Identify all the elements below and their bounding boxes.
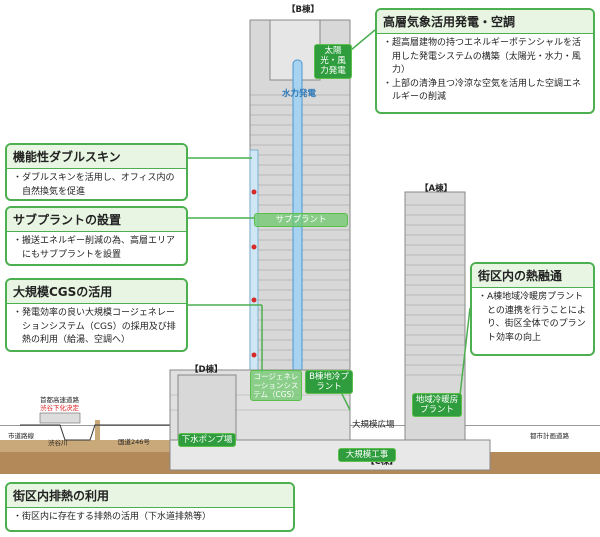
exhaust-item: ・街区内に存在する排熱の活用（下水道排熱等） [13,512,212,522]
subplant-title: サブプラントの設置 [7,208,186,232]
solar-wind-tag: 太陽光・風力発電 [314,44,352,79]
subplant-tag: サブプラント [254,213,348,228]
district-heat-item: ・A棟地域冷暖房プラントとの連携を行うことにより、街区全体でのプラント効率の向上 [478,292,586,343]
a-plant-tag: 地域冷暖房プラント [412,393,462,418]
cgs-tag: コージェネレーションシステム（CGS） [250,370,302,401]
cgs-box: 大規模CGSの活用 ・発電効率の良い大規模コージェネレーションシステム（CGS）… [5,278,188,352]
subplant-box: サブプラントの設置 ・搬送エネルギー削減の為、高層エリアにもサブプラントを設置 [5,206,188,266]
district-heat-box: 街区内の熱融通 ・A棟地域冷暖房プラントとの連携を行うことにより、街区全体でのプ… [470,262,595,356]
exhaust-box: 街区内排熱の利用 ・街区内に存在する排熱の活用（下水道排熱等） [5,482,295,532]
subplant-item: ・搬送エネルギー削減の為、高層エリアにもサブプラントを設置 [13,236,176,260]
exhaust-title: 街区内排熱の利用 [7,484,293,508]
road-mid: 国道246号 [118,438,150,446]
double-skin-title: 機能性ダブルスキン [7,145,186,169]
district-heat-title: 街区内の熱融通 [472,264,593,288]
double-skin-box: 機能性ダブルスキン ・ダブルスキンを活用し、オフィス内の自然換気を促進 [5,143,188,201]
large-plaza-label: 大規模広場 [352,420,395,430]
large-plaza-tag: 大規模工事 [338,448,396,463]
d-building-label: 【D棟】 [190,365,223,375]
double-skin-item: ・ダブルスキンを活用し、オフィス内の自然換気を促進 [13,173,175,197]
a-building-label: 【A棟】 [420,184,453,194]
weather-item-2: ・上部の清浄且つ冷涼な空気を活用した空調エネルギーの削減 [383,78,582,103]
b-plant-tag: B棟地冷プラント [305,370,353,395]
sewage-tag: 下水ポンプ場 [178,433,236,448]
leader-lines [188,29,471,411]
road-right: 都市計画道路 [530,432,569,440]
cgs-title: 大規模CGSの活用 [7,280,186,304]
weather-item-1: ・超高層建物の持つエネルギーポテンシャルを活用した発電システムの構築（太陽光・水… [383,38,582,75]
road-left3: 渋谷下化決定 [40,404,79,412]
b-building-label: 【B棟】 [287,5,319,15]
terrain-line [20,424,175,441]
double-skin-strip [249,149,259,401]
hydro-label: 水力発電 [282,89,317,99]
road-left2: 首都高速道路 [40,396,79,404]
river-label: 渋谷川 [48,439,68,447]
river-box [39,412,81,424]
weather-title: 高層気象活用発電・空調 [377,10,593,34]
cgs-item: ・発電効率の良い大規模コージェネレーションシステム（CGS）の採用及び排熱の利用… [13,308,176,345]
red-arrows [251,189,257,358]
a-building-floors [405,204,465,376]
d-building [177,374,237,441]
weather-box: 高層気象活用発電・空調 ・超高層建物の持つエネルギーポテンシャルを活用した発電シ… [375,8,595,114]
road-left1: 市道路線 [8,432,34,440]
